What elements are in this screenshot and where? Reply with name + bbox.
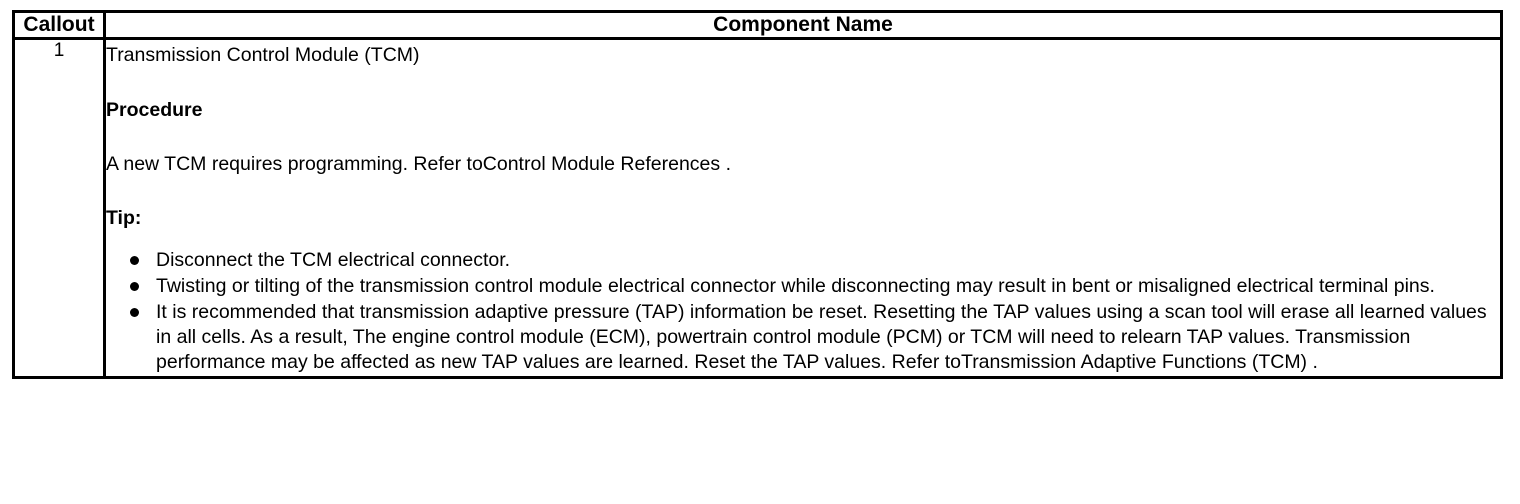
- procedure-heading: Procedure: [106, 98, 203, 121]
- table-body: 1 Transmission Control Module (TCM) Proc…: [12, 37, 1503, 379]
- list-item-text: It is recommended that transmission adap…: [156, 300, 1487, 373]
- list-item-text: Disconnect the TCM electrical connector.: [156, 248, 511, 271]
- tip-list: Disconnect the TCM electrical connector.…: [106, 248, 1500, 375]
- tip-heading: Tip:: [106, 206, 142, 229]
- procedure-text: A new TCM requires programming. Refer to…: [106, 152, 731, 175]
- callout-number-cell: 1: [12, 37, 106, 379]
- table-header: Callout Component Name: [12, 10, 1503, 40]
- list-item: Twisting or tilting of the transmission …: [106, 274, 1500, 299]
- bullet-icon: [130, 308, 139, 318]
- table-row: 1 Transmission Control Module (TCM) Proc…: [12, 37, 1503, 379]
- column-header-component-name: Component Name: [103, 10, 1503, 40]
- list-item: Disconnect the TCM electrical connector.: [106, 248, 1500, 273]
- column-header-callout: Callout: [12, 10, 106, 40]
- bullet-icon: [130, 282, 139, 292]
- component-table: Callout Component Name 1 Transmission Co…: [12, 10, 1503, 379]
- table-header-row: Callout Component Name: [12, 10, 1503, 40]
- component-title: Transmission Control Module (TCM): [106, 44, 420, 66]
- component-description-cell: Transmission Control Module (TCM) Proced…: [103, 37, 1503, 379]
- list-item: It is recommended that transmission adap…: [106, 300, 1500, 375]
- bullet-icon: [130, 256, 139, 266]
- list-item-text: Twisting or tilting of the transmission …: [156, 274, 1435, 297]
